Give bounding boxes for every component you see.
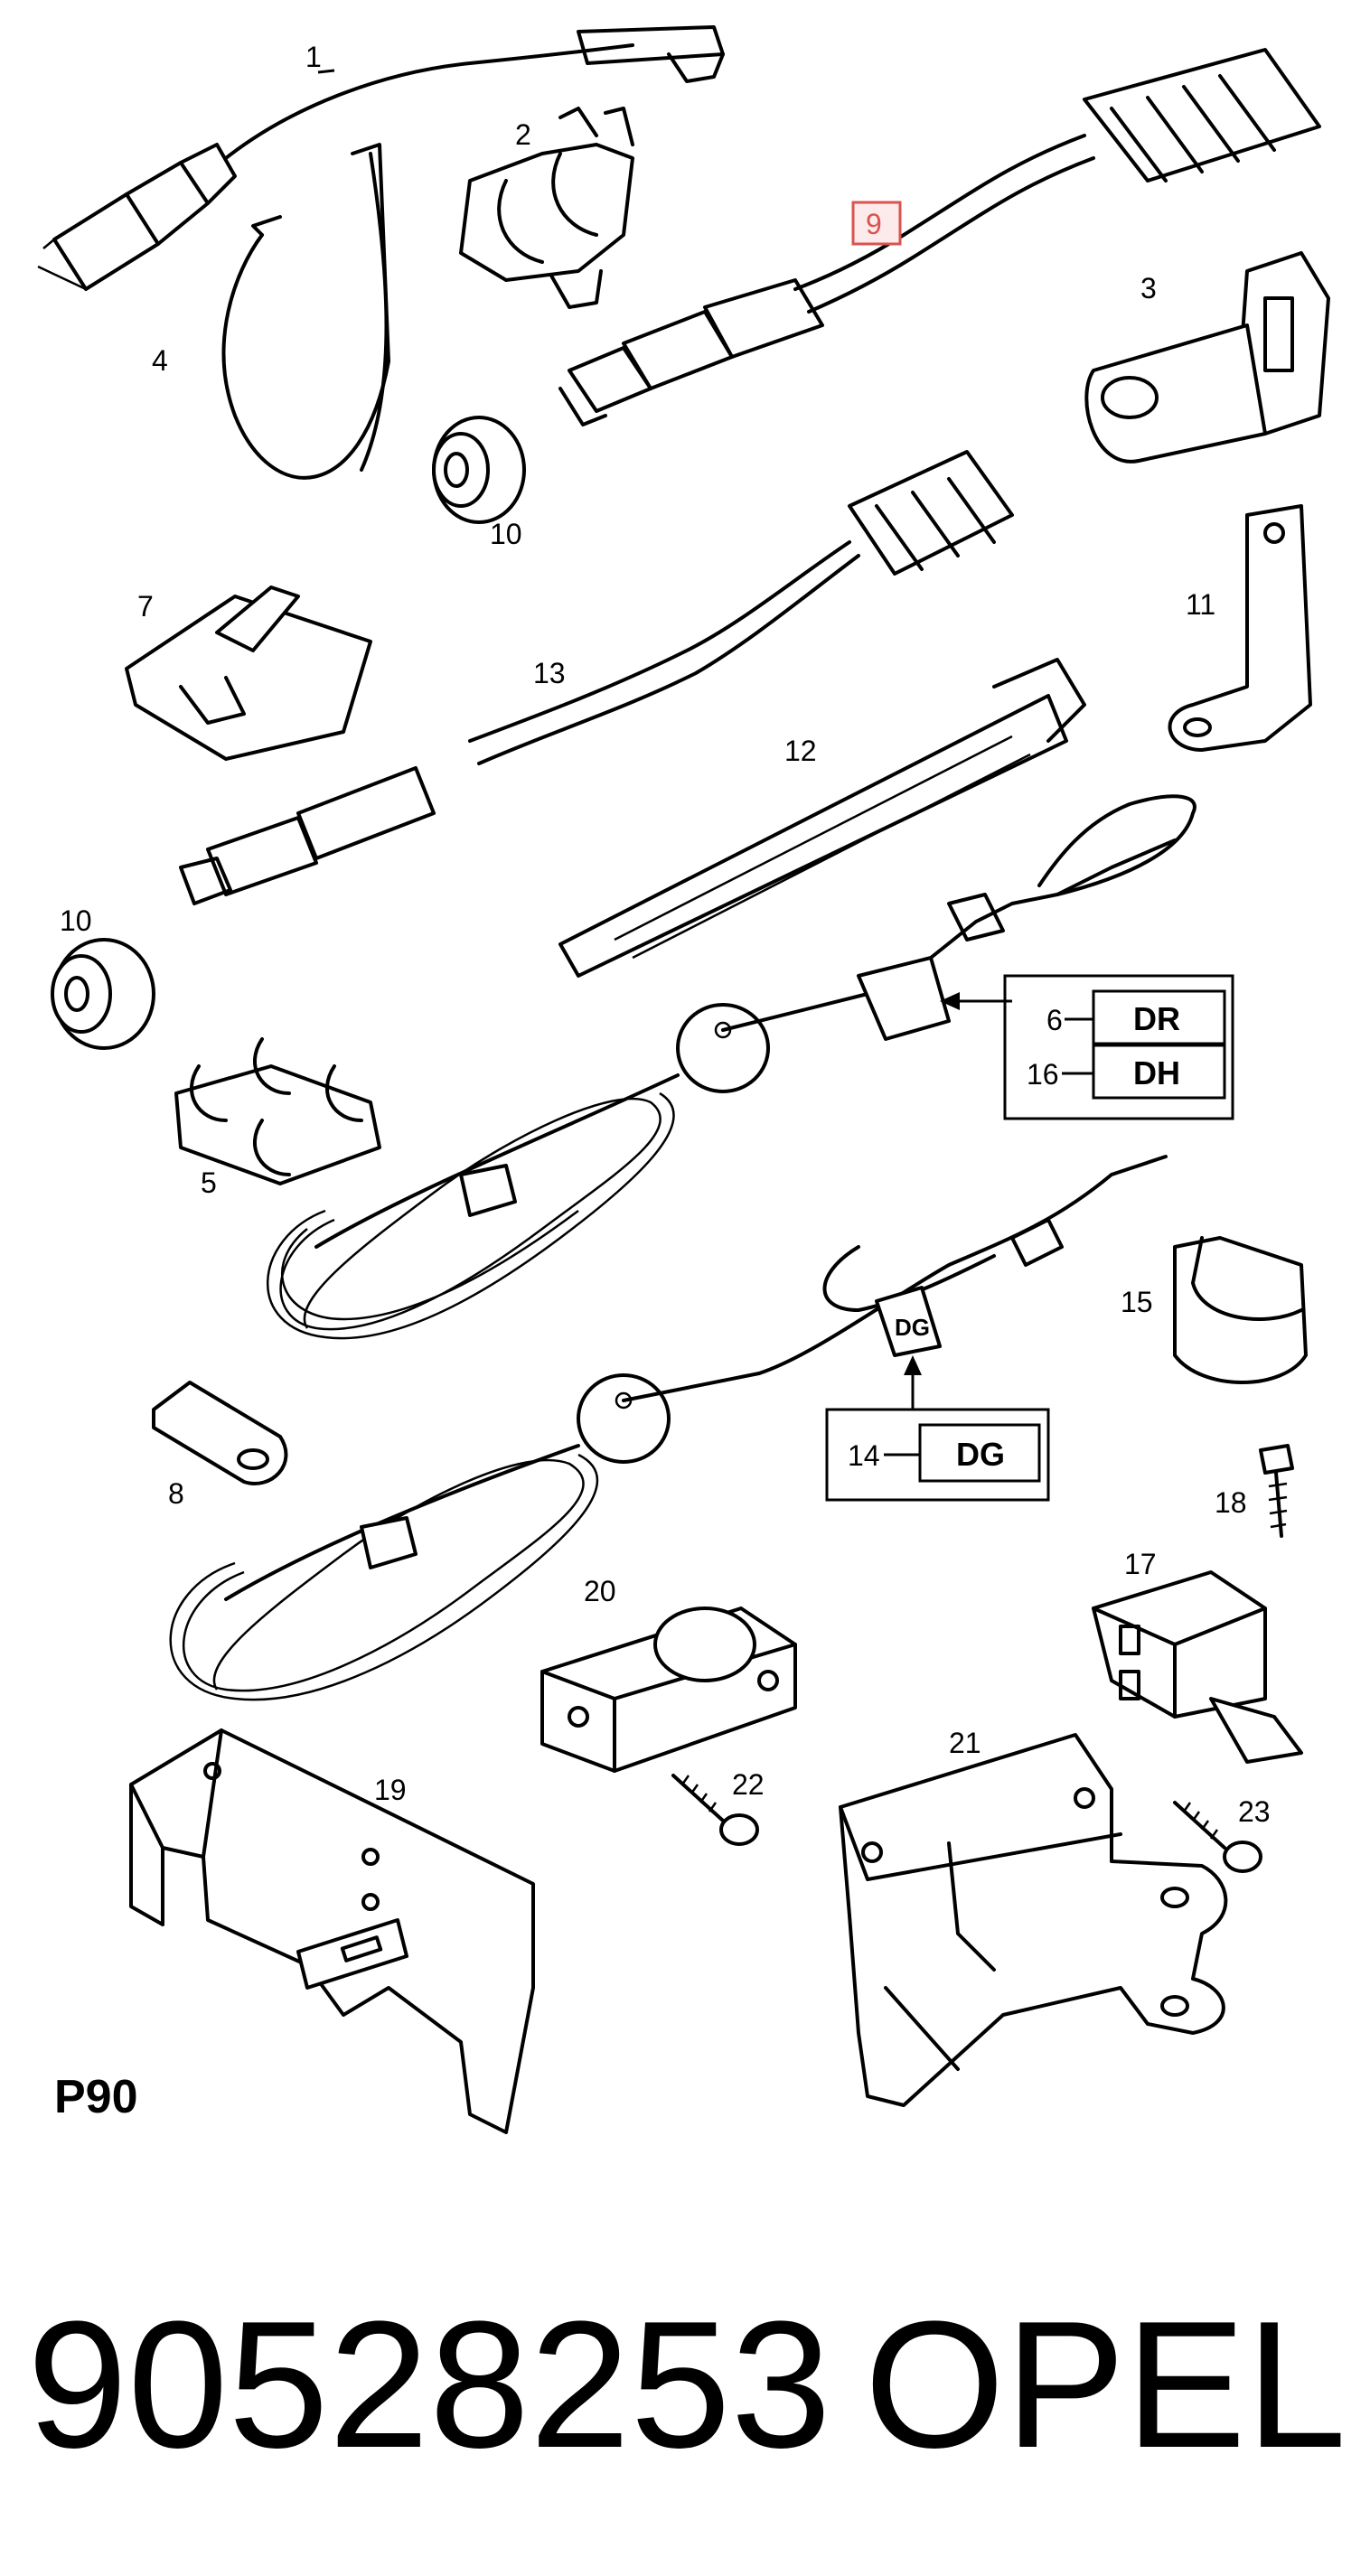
- coiled-harness-dg: [169, 1155, 1168, 1701]
- callout-7: 7: [137, 590, 154, 623]
- callout-10-upper: 10: [490, 518, 522, 550]
- part-10-grommet-lower: [51, 938, 155, 1050]
- part-23-screw: [1173, 1801, 1262, 1873]
- dg-tag-label: DG: [895, 1314, 930, 1341]
- variant-code-dg: DG: [956, 1436, 1005, 1473]
- arrowhead-dg: [904, 1355, 922, 1375]
- callout-9-highlight-box: [851, 201, 902, 246]
- part-number: 90528253: [27, 2284, 831, 2486]
- part-20-control-module: [540, 1606, 797, 1773]
- variant-code-dh: DH: [1133, 1054, 1180, 1091]
- part-8-p-clip: [152, 1381, 288, 1485]
- callout-23: 23: [1238, 1795, 1271, 1828]
- callout-3: 3: [1140, 272, 1157, 304]
- part-4-cable-tie: [221, 143, 390, 480]
- callout-20: 20: [584, 1575, 616, 1607]
- callout-21: 21: [949, 1727, 981, 1759]
- callout-15: 15: [1121, 1286, 1153, 1318]
- variant-number-6: 6: [1046, 1004, 1063, 1036]
- part-18-screw: [1259, 1444, 1294, 1538]
- variant-box-dr-dh: 6 DR 16 DH: [1003, 974, 1234, 1120]
- callout-1: 1: [305, 41, 322, 73]
- callout-17: 17: [1124, 1548, 1157, 1580]
- leader-1: [317, 69, 335, 74]
- part-19-mounting-bracket: [129, 1728, 535, 2134]
- callout-12: 12: [784, 735, 817, 767]
- callout-8: 8: [168, 1477, 184, 1510]
- variant-code-dr: DR: [1133, 1000, 1180, 1037]
- callout-18: 18: [1215, 1486, 1247, 1519]
- variant-number-16: 16: [1027, 1058, 1059, 1091]
- part-11-l-bracket: [1168, 504, 1312, 752]
- brand-name: OPEL: [864, 2284, 1347, 2486]
- part-7-clip-bracket: [125, 585, 372, 761]
- part-10-grommet-upper: [432, 416, 526, 524]
- part-15-clamp: [1173, 1236, 1308, 1384]
- diagram-code: P90: [54, 2071, 138, 2123]
- footer: 90528253 OPEL: [27, 2277, 1347, 2494]
- part-21-mounting-plate: [839, 1733, 1228, 2107]
- callout-2: 2: [515, 118, 531, 151]
- part-13-sensor-with-connector: [179, 450, 1014, 905]
- part-9-lambda-sensor: [558, 48, 1321, 426]
- callout-11: 11: [1186, 588, 1215, 621]
- variant-box-dg: 14 DG: [825, 1408, 1050, 1502]
- callout-9: 9: [866, 208, 882, 240]
- part-22-screw: [671, 1774, 759, 1846]
- callout-5: 5: [201, 1166, 217, 1199]
- callout-10-lower: 10: [60, 904, 92, 937]
- arrowhead-dr-dh: [940, 992, 960, 1010]
- part-5-multi-clip: [174, 1037, 381, 1185]
- variant-number-14: 14: [848, 1439, 880, 1472]
- part-2-cable-clip: [459, 107, 634, 309]
- coiled-harness-dr-dh: [267, 794, 1196, 1340]
- part-3-angle-bracket: [1084, 251, 1330, 464]
- callout-4: 4: [152, 344, 168, 377]
- callout-13: 13: [533, 657, 566, 689]
- part-17-relay: [1092, 1570, 1303, 1764]
- callout-22: 22: [732, 1768, 765, 1801]
- callout-19: 19: [374, 1774, 407, 1806]
- part-12-strap: [558, 658, 1086, 978]
- part-1-oxygen-sensor: [37, 25, 725, 291]
